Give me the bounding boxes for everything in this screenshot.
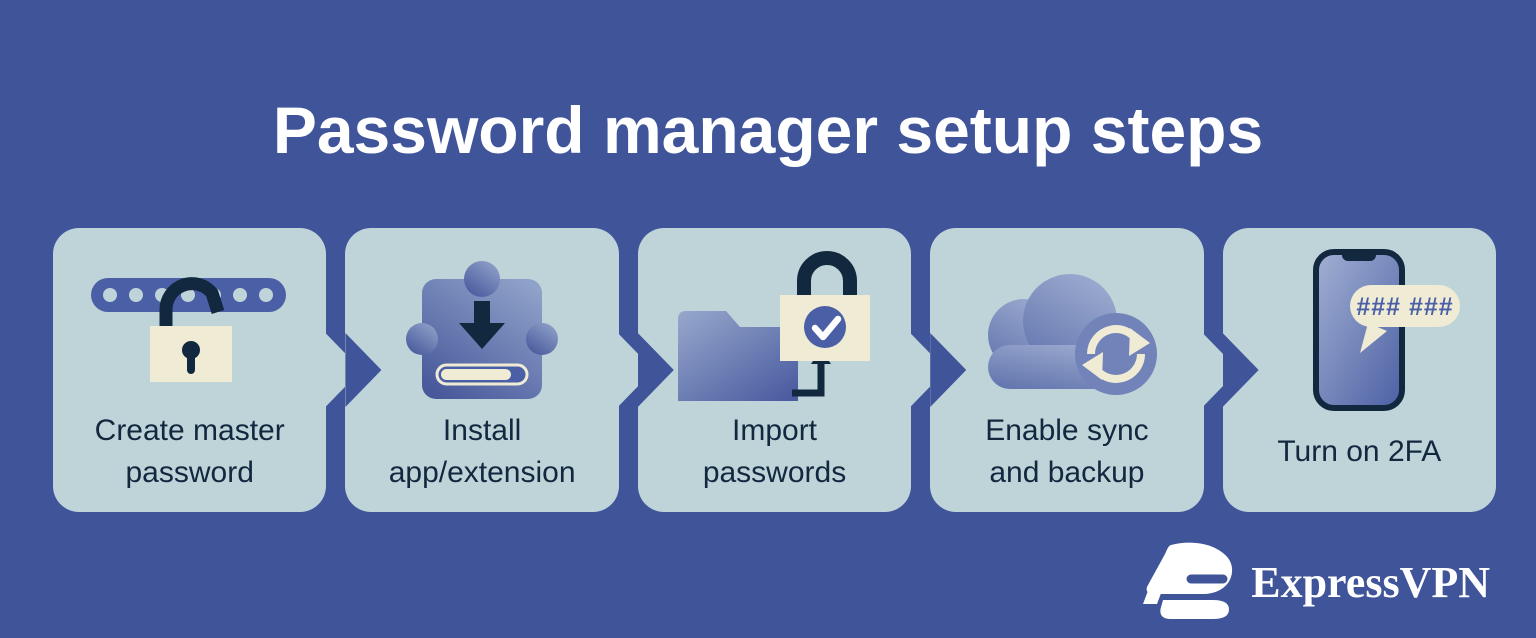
brand-name: ExpressVPN — [1251, 557, 1490, 607]
brand-logo: ExpressVPN — [1141, 542, 1490, 622]
step-icon-wrap — [53, 242, 326, 418]
page-title: Password manager setup steps — [272, 93, 1264, 167]
expressvpn-logo-icon — [1143, 542, 1233, 619]
step-card-import-passwords: Import passwords — [637, 228, 947, 512]
lock-shackle — [159, 277, 224, 330]
lock-shackle — [796, 251, 857, 297]
bubble-tail — [1360, 323, 1388, 353]
sync-arrows-icon — [1081, 325, 1150, 383]
sms-code-text: ### ### — [1357, 293, 1454, 321]
step-card-install-app: Install app/extension — [345, 228, 654, 512]
keyhole-stem — [186, 352, 195, 374]
check-circle — [803, 306, 846, 348]
step-card-turn-on-2fa: ### ### Turn on 2FA — [1222, 228, 1497, 512]
step-icon-wrap — [638, 242, 911, 418]
step-label: Turn on 2FA — [1277, 435, 1442, 468]
puzzle-download-icon — [406, 261, 559, 399]
step-label: Enable sync and backup — [985, 414, 1149, 489]
folder-icon — [677, 311, 798, 401]
step-icon-wrap: ### ### — [1223, 242, 1496, 418]
step-label: Create master password — [94, 414, 285, 489]
step-label: Install app/extension — [388, 414, 576, 489]
step-card-enable-sync: Enable sync and backup — [930, 228, 1239, 512]
phone-body — [1313, 249, 1406, 411]
step-label: Import passwords — [702, 414, 847, 489]
folder-import-lock-icon — [677, 251, 870, 401]
cloud-sync-icon — [987, 274, 1157, 395]
download-arrow-icon — [459, 301, 506, 349]
progress-bar-fill — [441, 369, 512, 380]
keyhole — [181, 341, 200, 359]
check-icon — [811, 315, 841, 341]
password-field-lock-icon — [90, 277, 286, 382]
steps-row: Create master password — [53, 228, 1497, 512]
phone-notch — [1342, 249, 1377, 261]
phone-2fa-icon: ### ### — [1313, 249, 1461, 411]
step-card-create-master-password: Create master password — [53, 228, 362, 512]
step-icon-wrap — [345, 242, 618, 418]
import-arrow — [791, 363, 825, 397]
step-icon-wrap — [930, 242, 1203, 418]
sms-bubble — [1350, 285, 1461, 327]
